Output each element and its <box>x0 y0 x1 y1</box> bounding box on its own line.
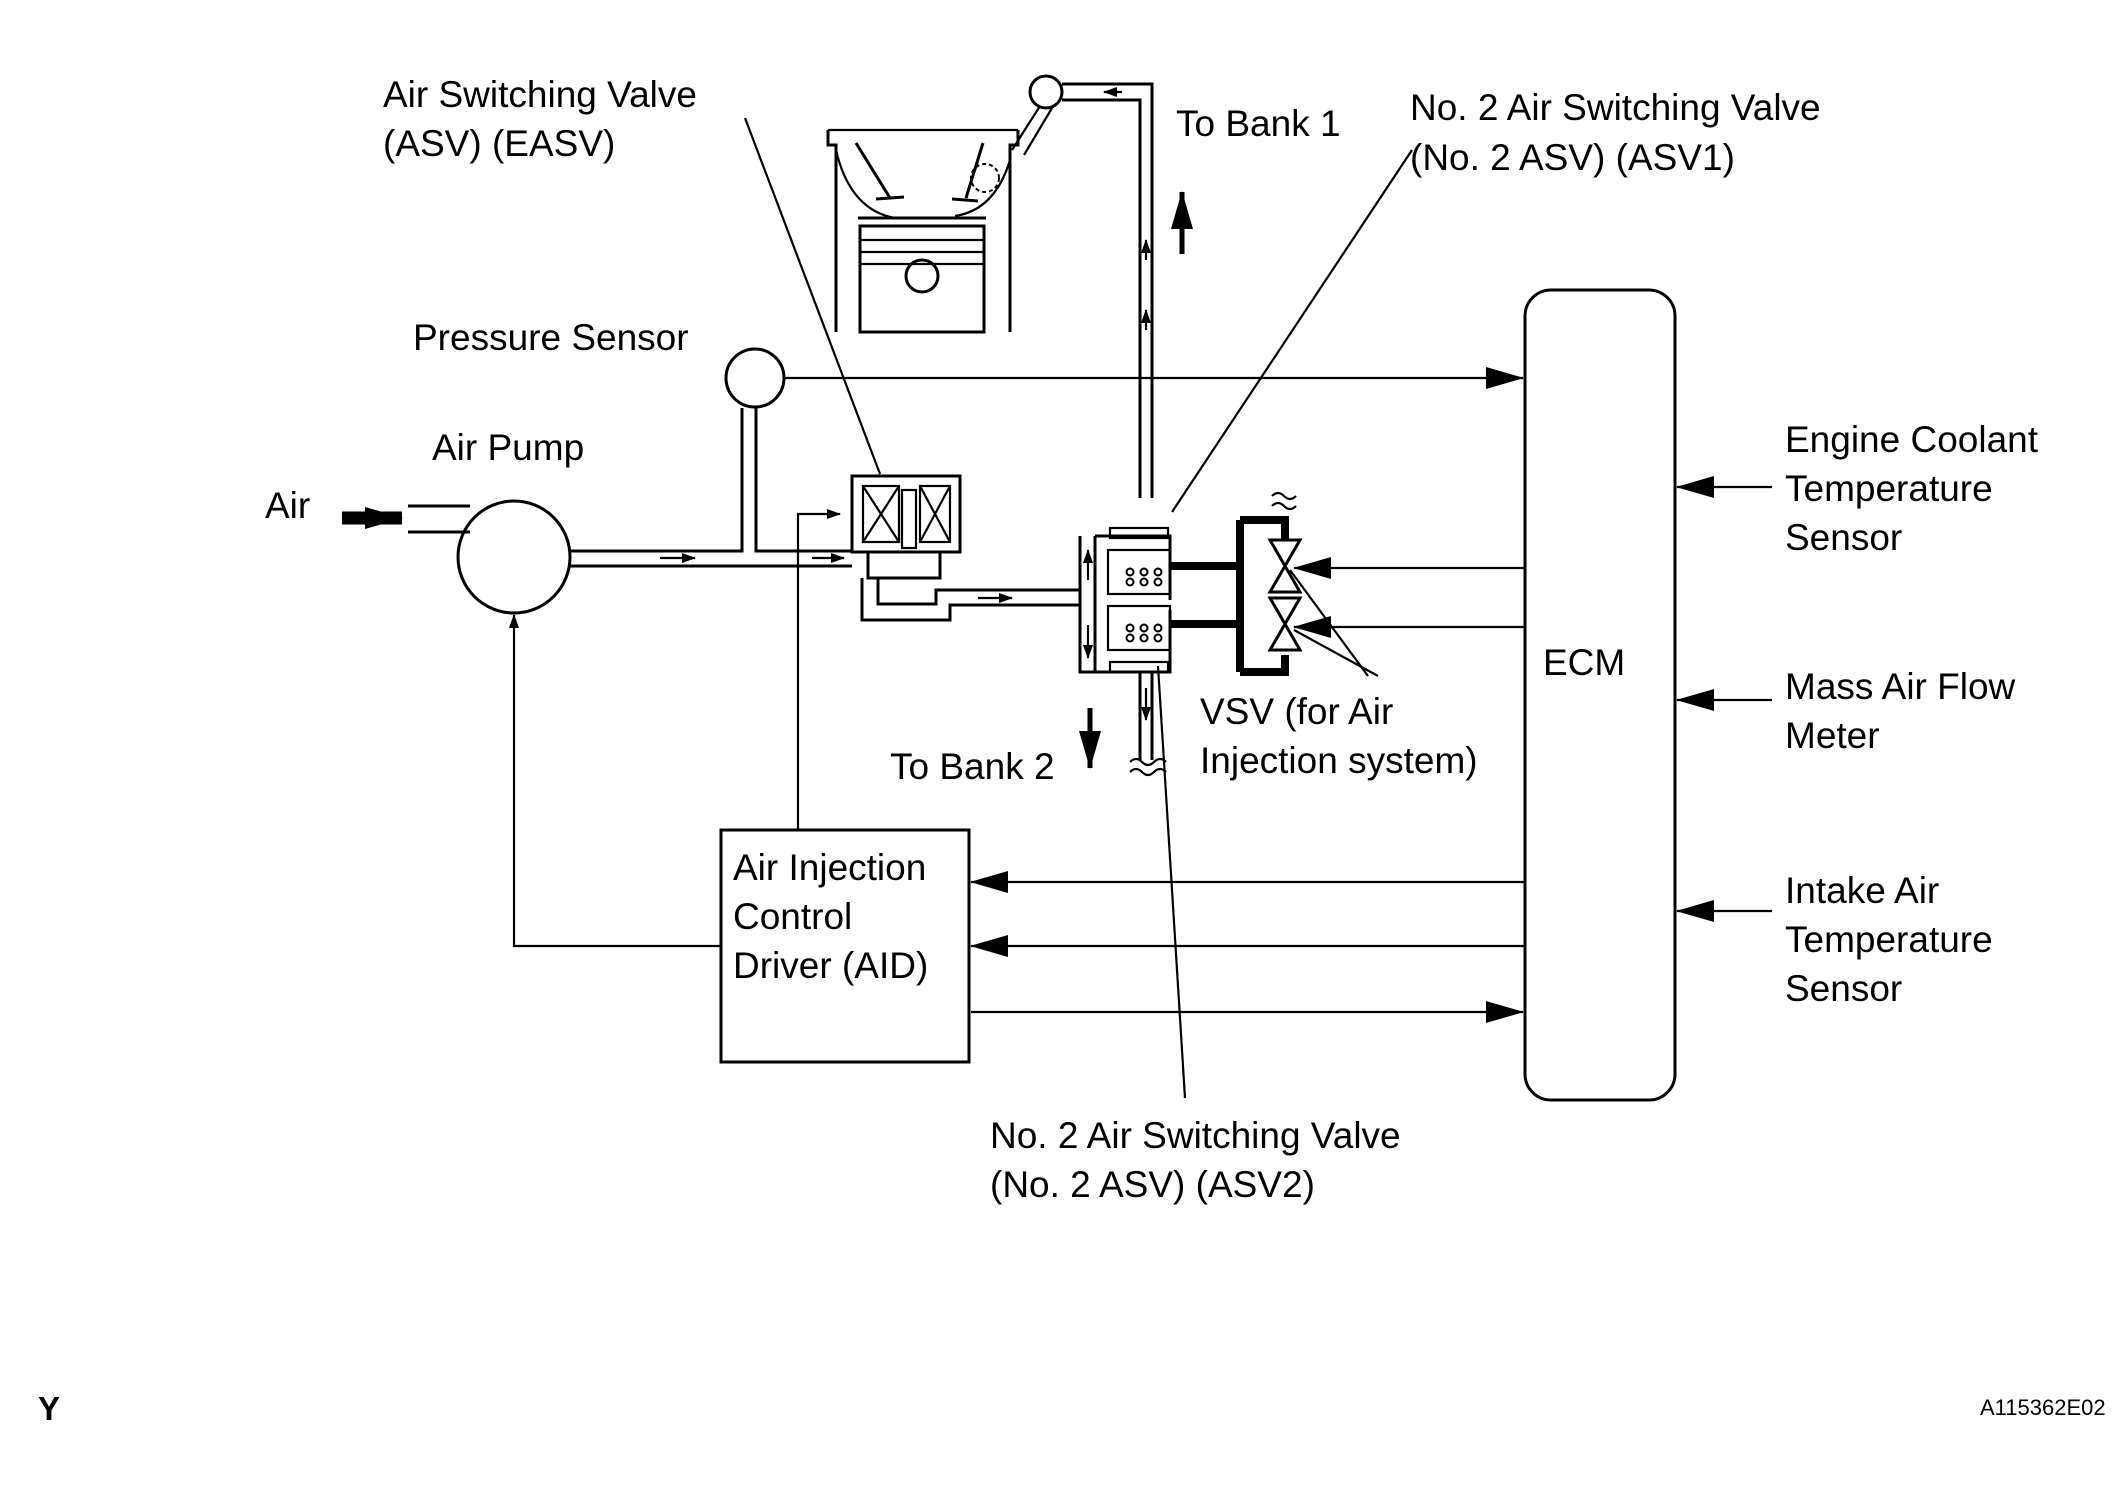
iat-label-line3: Sensor <box>1785 968 1902 1009</box>
vsv-for-air-injection <box>1170 491 1303 676</box>
maf-label-line1: Mass Air Flow <box>1785 666 2016 707</box>
pressure-sensor <box>724 347 786 409</box>
aid-label-line2: Control <box>733 896 852 937</box>
aid-label-line1: Air Injection <box>733 847 926 888</box>
maf-label-line2: Meter <box>1785 715 1880 756</box>
air-pump-label: Air Pump <box>432 427 584 468</box>
pipe-to-bank1 <box>1011 74 1154 498</box>
exhaust-valve <box>951 142 1000 203</box>
air-pump <box>456 499 572 615</box>
to-bank1-label: To Bank 1 <box>1176 103 1341 144</box>
pressure-sensor-label: Pressure Sensor <box>413 317 689 358</box>
iat-label-line2: Temperature <box>1785 919 1993 960</box>
aid-label-line3: Driver (AID) <box>733 945 928 986</box>
ecm-label: ECM <box>1543 642 1625 683</box>
engine-cylinder <box>826 128 1020 334</box>
intake-valve <box>854 142 905 201</box>
asv-label-line1: Air Switching Valve <box>383 74 697 115</box>
to-bank2-label: To Bank 2 <box>890 746 1055 787</box>
air-switching-valve <box>850 474 962 580</box>
asv1-label-line1: No. 2 Air Switching Valve <box>1410 87 1821 128</box>
asv2-label-line2: (No. 2 ASV) (ASV2) <box>990 1164 1315 1205</box>
valve-springs <box>1125 567 1163 643</box>
corner-mark: Y <box>38 1390 60 1427</box>
asv1-label-line2: (No. 2 ASV) (ASV1) <box>1410 137 1735 178</box>
ect-label-line1: Engine Coolant <box>1785 419 2039 460</box>
air-injection-control-driver <box>719 828 971 1064</box>
no2-air-switching-valves <box>1078 526 1172 777</box>
asv-outlet-pipe <box>860 578 1080 622</box>
ect-label-line2: Temperature <box>1785 468 1993 509</box>
air-label: Air <box>265 485 310 526</box>
vsv-label-line1: VSV (for Air <box>1200 691 1393 732</box>
piston <box>858 224 986 334</box>
asv-label-line2: (ASV) (EASV) <box>383 123 615 164</box>
ecm <box>1523 288 1677 1102</box>
ect-label-line3: Sensor <box>1785 517 1902 558</box>
pump-outlet-pipe <box>570 408 852 568</box>
asv2-label-line1: No. 2 Air Switching Valve <box>990 1115 1401 1156</box>
vsv-label-line2: Injection system) <box>1200 740 1478 781</box>
figure-code: A115362E02 <box>1980 1395 2106 1420</box>
iat-label-line1: Intake Air <box>1785 870 1939 911</box>
